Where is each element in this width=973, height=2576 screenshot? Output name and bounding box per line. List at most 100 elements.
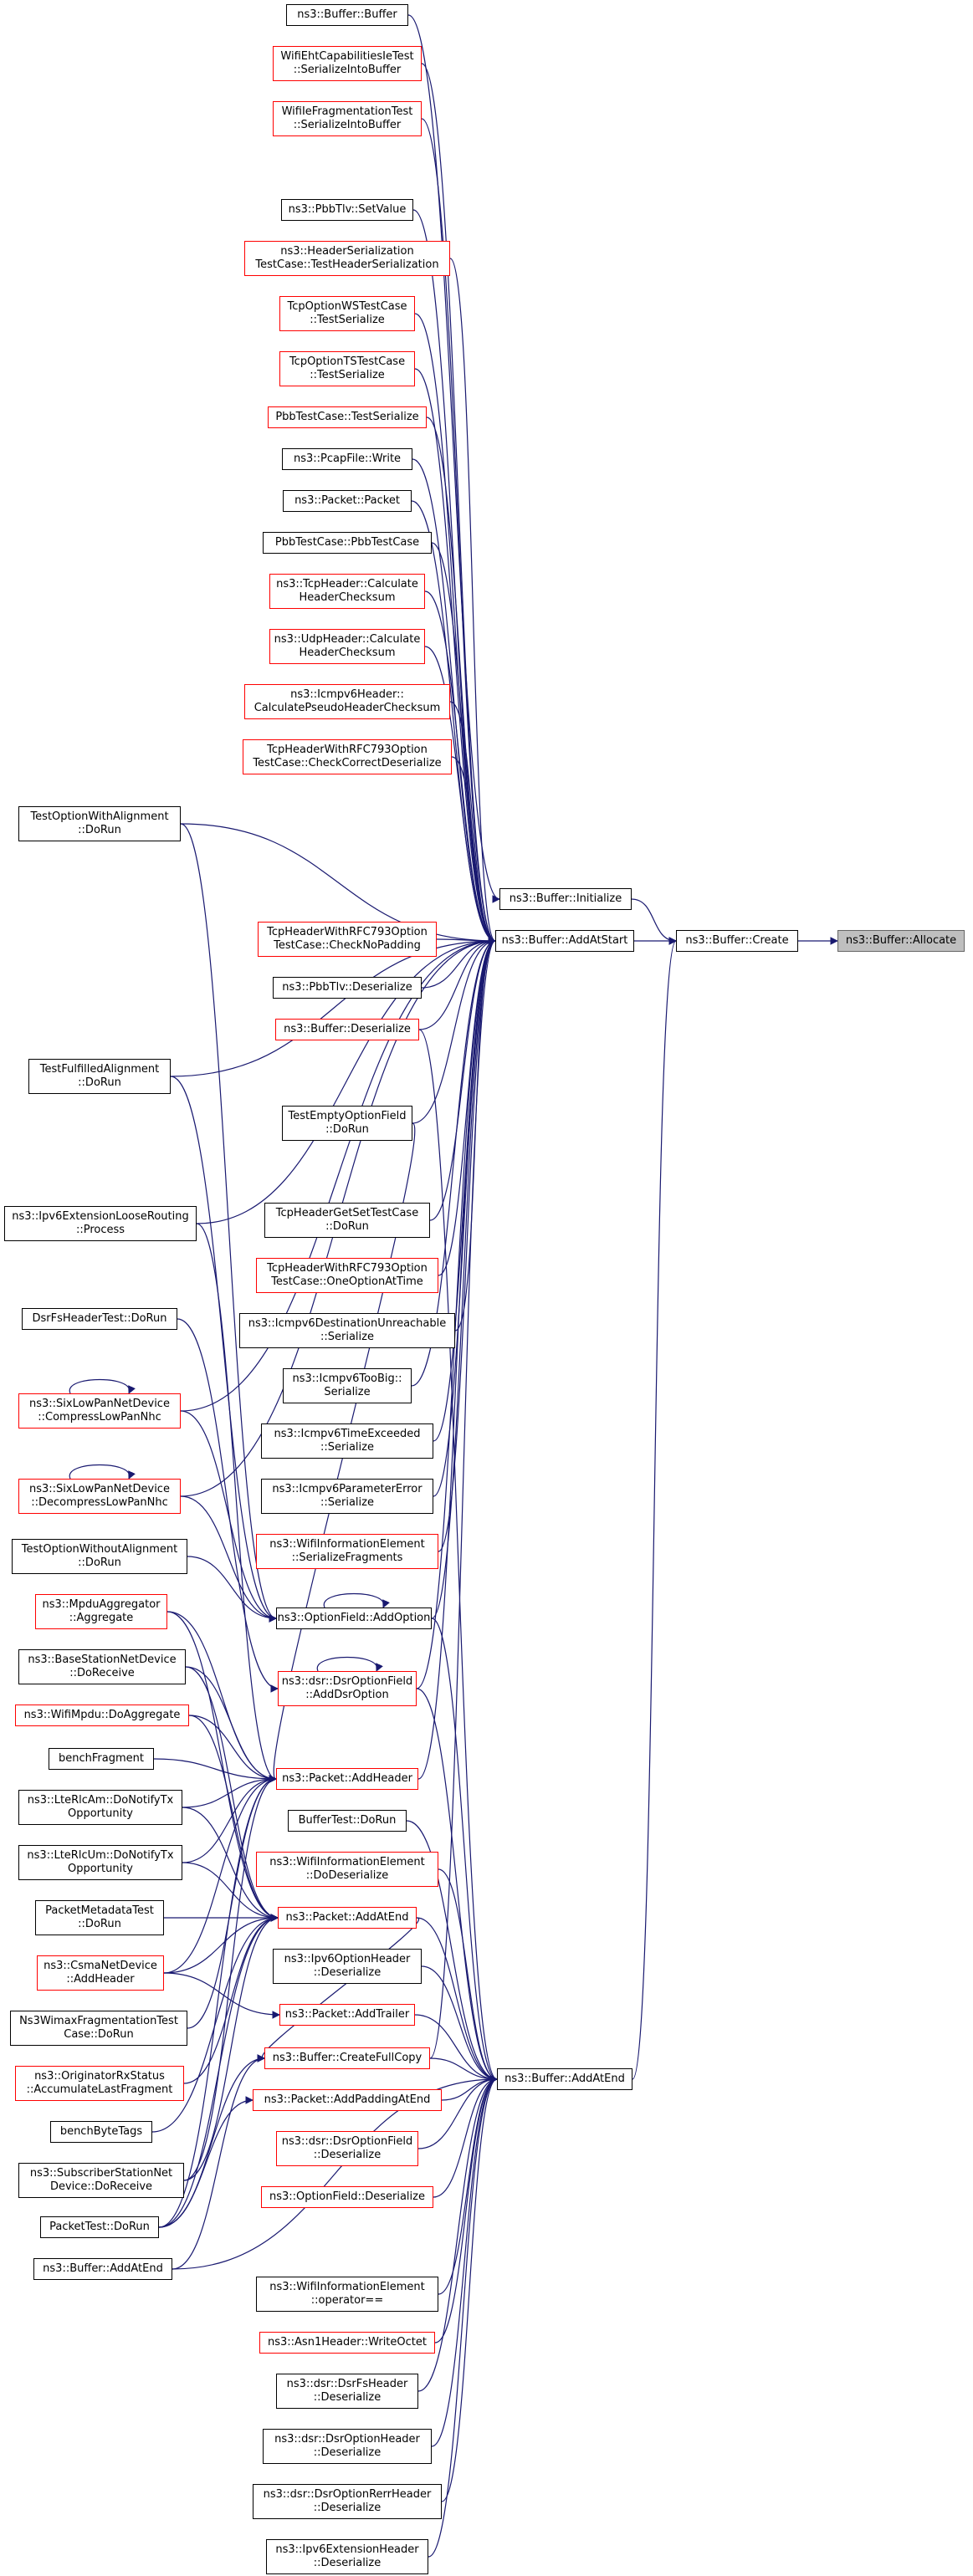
node-packet-addpaddingatend[interactable]: ns3::Packet::AddPaddingAtEnd xyxy=(253,2089,442,2111)
node-dsrfsheadertest-dorun[interactable]: DsrFsHeaderTest::DoRun xyxy=(22,1308,177,1330)
node-label-line: PacketMetadataTest xyxy=(45,1904,154,1917)
node-wifiinfo-dodeserialize[interactable]: ns3::WifiInformationElement::DoDeseriali… xyxy=(256,1852,438,1887)
node-testemptyoptfield-dorun[interactable]: TestEmptyOptionField::DoRun xyxy=(282,1106,412,1141)
node-dsroptionfield-deserialize[interactable]: ns3::dsr::DsrOptionField::Deserialize xyxy=(276,2131,418,2166)
node-buffer-addatend[interactable]: ns3::Buffer::AddAtEnd xyxy=(497,2068,632,2090)
node-label-line: ns3::PbbTlv::Deserialize xyxy=(282,981,412,994)
node-ipv6optionheader-deserialize[interactable]: ns3::Ipv6OptionHeader::Deserialize xyxy=(273,1949,422,1984)
node-dsroptionrerrheader-deserialize[interactable]: ns3::dsr::DsrOptionRerrHeader::Deseriali… xyxy=(253,2484,442,2519)
node-label-line: ::DoRun xyxy=(78,1918,121,1930)
node-label-line: TcpHeaderGetSetTestCase xyxy=(275,1207,419,1219)
node-wifimpdu-doaggregate[interactable]: ns3::WifiMpdu::DoAggregate xyxy=(15,1705,189,1726)
node-wifiinfo-operator[interactable]: ns3::WifiInformationElement::operator== xyxy=(256,2277,438,2312)
node-label-line: Opportunity xyxy=(67,1807,133,1820)
node-buffer-createfullcopy[interactable]: ns3::Buffer::CreateFullCopy xyxy=(264,2047,430,2069)
node-label-line: ns3::CsmaNetDevice xyxy=(44,1960,157,1972)
node-packettest-dorun[interactable]: PacketTest::DoRun xyxy=(40,2216,159,2238)
node-label-line: ::SerializeFragments xyxy=(291,1551,403,1564)
node-testoptwithoutalign-dorun[interactable]: TestOptionWithoutAlignment::DoRun xyxy=(12,1539,187,1574)
node-testfulfilledalign-dorun[interactable]: TestFulfilledAlignment::DoRun xyxy=(28,1059,171,1094)
call-edge xyxy=(180,823,496,945)
node-label-line: ns3::LteRlcUm::DoNotifyTx xyxy=(27,1849,174,1862)
node-packet-addheader[interactable]: ns3::Packet::AddHeader xyxy=(276,1768,418,1790)
node-label-line: ns3::MpduAggregator xyxy=(42,1598,161,1611)
call-edge xyxy=(418,1029,498,2083)
node-label-line: ::CompressLowPanNhc xyxy=(38,1411,161,1423)
node-originatorrx-accumulate[interactable]: ns3::OriginatorRxStatus::AccumulateLastF… xyxy=(15,2066,184,2101)
call-edge xyxy=(421,1965,498,2083)
node-pcapfile-write[interactable]: ns3::PcapFile::Write xyxy=(282,448,412,470)
node-buffertest-dorun[interactable]: BufferTest::DoRun xyxy=(288,1810,407,1832)
node-benchbytetags[interactable]: benchByteTags xyxy=(50,2121,152,2143)
node-buffer-buffer[interactable]: ns3::Buffer::Buffer xyxy=(286,4,408,26)
node-icmpv6toobig-serialize[interactable]: ns3::Icmpv6TooBig::Serialize xyxy=(283,1368,412,1403)
node-dsroptionheader-deserialize[interactable]: ns3::dsr::DsrOptionHeader::Deserialize xyxy=(263,2429,432,2464)
node-label-line: ::TestSerialize xyxy=(310,369,385,381)
node-label-line: ::Aggregate xyxy=(69,1612,134,1624)
node-icmpv6header-pseudo[interactable]: ns3::Icmpv6Header::CalculatePseudoHeader… xyxy=(244,684,450,719)
node-dsrfsheader-deserialize[interactable]: ns3::dsr::DsrFsHeader::Deserialize xyxy=(276,2374,418,2409)
node-label-line: ns3::dsr::DsrFsHeader xyxy=(286,2378,408,2390)
node-dsroptionfield-adddsroption[interactable]: ns3::dsr::DsrOptionField::AddDsrOption xyxy=(278,1671,417,1706)
node-wifiie-frag-serialize[interactable]: WifiIeFragmentationTest::SerializeIntoBu… xyxy=(273,101,422,136)
call-edge xyxy=(188,1715,279,1922)
node-buffer-deserialize[interactable]: ns3::Buffer::Deserialize xyxy=(275,1019,419,1040)
node-label-line: TestOptionWithoutAlignment xyxy=(21,1543,178,1556)
node-pbbtlv-deserialize[interactable]: ns3::PbbTlv::Deserialize xyxy=(273,977,422,999)
node-wifiinfo-serializefrag[interactable]: ns3::WifiInformationElement::SerializeFr… xyxy=(256,1534,438,1569)
node-label-line: ::SerializeIntoBuffer xyxy=(293,119,402,131)
node-ipv6extheader-deserialize[interactable]: ns3::Ipv6ExtensionHeader::Deserialize xyxy=(266,2539,428,2574)
node-pbbtlv-setvalue[interactable]: ns3::PbbTlv::SetValue xyxy=(281,199,413,221)
call-edge xyxy=(316,1656,383,1672)
node-csmanetdevice-addheader[interactable]: ns3::CsmaNetDevice::AddHeader xyxy=(37,1955,164,1991)
node-label-line: Device::DoReceive xyxy=(49,2180,153,2193)
node-icmpv6paramerror-serialize[interactable]: ns3::Icmpv6ParameterError::Serialize xyxy=(261,1479,433,1514)
node-packet-packet[interactable]: ns3::Packet::Packet xyxy=(283,490,412,512)
node-wifieht-serialize[interactable]: WifiEhtCapabilitiesIeTest::SerializeInto… xyxy=(273,46,422,81)
node-sixlowpan-decompress[interactable]: ns3::SixLowPanNetDevice::DecompressLowPa… xyxy=(18,1479,181,1514)
node-label-line: TcpOptionWSTestCase xyxy=(287,300,407,313)
node-buffer-create[interactable]: ns3::Buffer::Create xyxy=(676,930,798,952)
node-icmpv6timeexceeded-serialize[interactable]: ns3::Icmpv6TimeExceeded::Serialize xyxy=(261,1423,433,1459)
node-asn1header-writeoctet[interactable]: ns3::Asn1Header::WriteOctet xyxy=(259,2332,435,2354)
call-edge xyxy=(414,2014,498,2083)
node-label-line: WifiEhtCapabilitiesIeTest xyxy=(280,50,414,63)
node-buffer-addatend-left[interactable]: ns3::Buffer::AddAtEnd xyxy=(33,2258,172,2280)
node-buffer-addatstart[interactable]: ns3::Buffer::AddAtStart xyxy=(495,930,634,952)
node-optionfield-addoption[interactable]: ns3::OptionField::AddOption xyxy=(276,1607,432,1629)
node-pbbtestcase-pbbtestcase[interactable]: PbbTestCase::PbbTestCase xyxy=(263,532,432,554)
node-packetmetadatatest-dorun[interactable]: PacketMetadataTest::DoRun xyxy=(35,1900,164,1935)
node-icmpv6destunreach-serialize[interactable]: ns3::Icmpv6DestinationUnreachable::Seria… xyxy=(239,1313,455,1348)
node-label-line: ::Deserialize xyxy=(313,2557,382,2569)
node-packet-addtrailer[interactable]: ns3::Packet::AddTrailer xyxy=(279,2004,415,2026)
node-pbbtestcase-testserialize[interactable]: PbbTestCase::TestSerialize xyxy=(268,406,427,428)
node-tcpheadergetset-dorun[interactable]: TcpHeaderGetSetTestCase::DoRun xyxy=(264,1203,430,1238)
node-basestation-doreceive[interactable]: ns3::BaseStationNetDevice::DoReceive xyxy=(18,1649,186,1684)
node-ipv6extloose-process[interactable]: ns3::Ipv6ExtensionLooseRouting::Process xyxy=(4,1206,197,1241)
call-edge xyxy=(182,1775,277,1863)
node-label-line: PbbTestCase::TestSerialize xyxy=(275,411,419,423)
node-sixlowpan-compress[interactable]: ns3::SixLowPanNetDevice::CompressLowPanN… xyxy=(18,1393,181,1429)
call-edge xyxy=(433,937,496,1497)
node-buffer-initialize[interactable]: ns3::Buffer::Initialize xyxy=(499,888,632,910)
node-mpduaggregator-aggregate[interactable]: ns3::MpduAggregator::Aggregate xyxy=(35,1594,167,1629)
node-testoptwithalign-dorun[interactable]: TestOptionWithAlignment::DoRun xyxy=(18,806,181,841)
node-label-line: ns3::Packet::AddAtEnd xyxy=(285,1911,409,1924)
node-tcpoptts-testserialize[interactable]: TcpOptionTSTestCase::TestSerialize xyxy=(279,351,415,386)
node-optionfield-deserialize[interactable]: ns3::OptionField::Deserialize xyxy=(261,2186,433,2208)
node-tcpoptws-testserialize[interactable]: TcpOptionWSTestCase::TestSerialize xyxy=(279,296,415,331)
node-benchfragment[interactable]: benchFragment xyxy=(49,1748,154,1770)
node-packet-addatend[interactable]: ns3::Packet::AddAtEnd xyxy=(278,1907,417,1929)
node-label-line: ns3::Asn1Header::WriteOctet xyxy=(268,2336,427,2349)
call-edge xyxy=(182,1807,279,1922)
